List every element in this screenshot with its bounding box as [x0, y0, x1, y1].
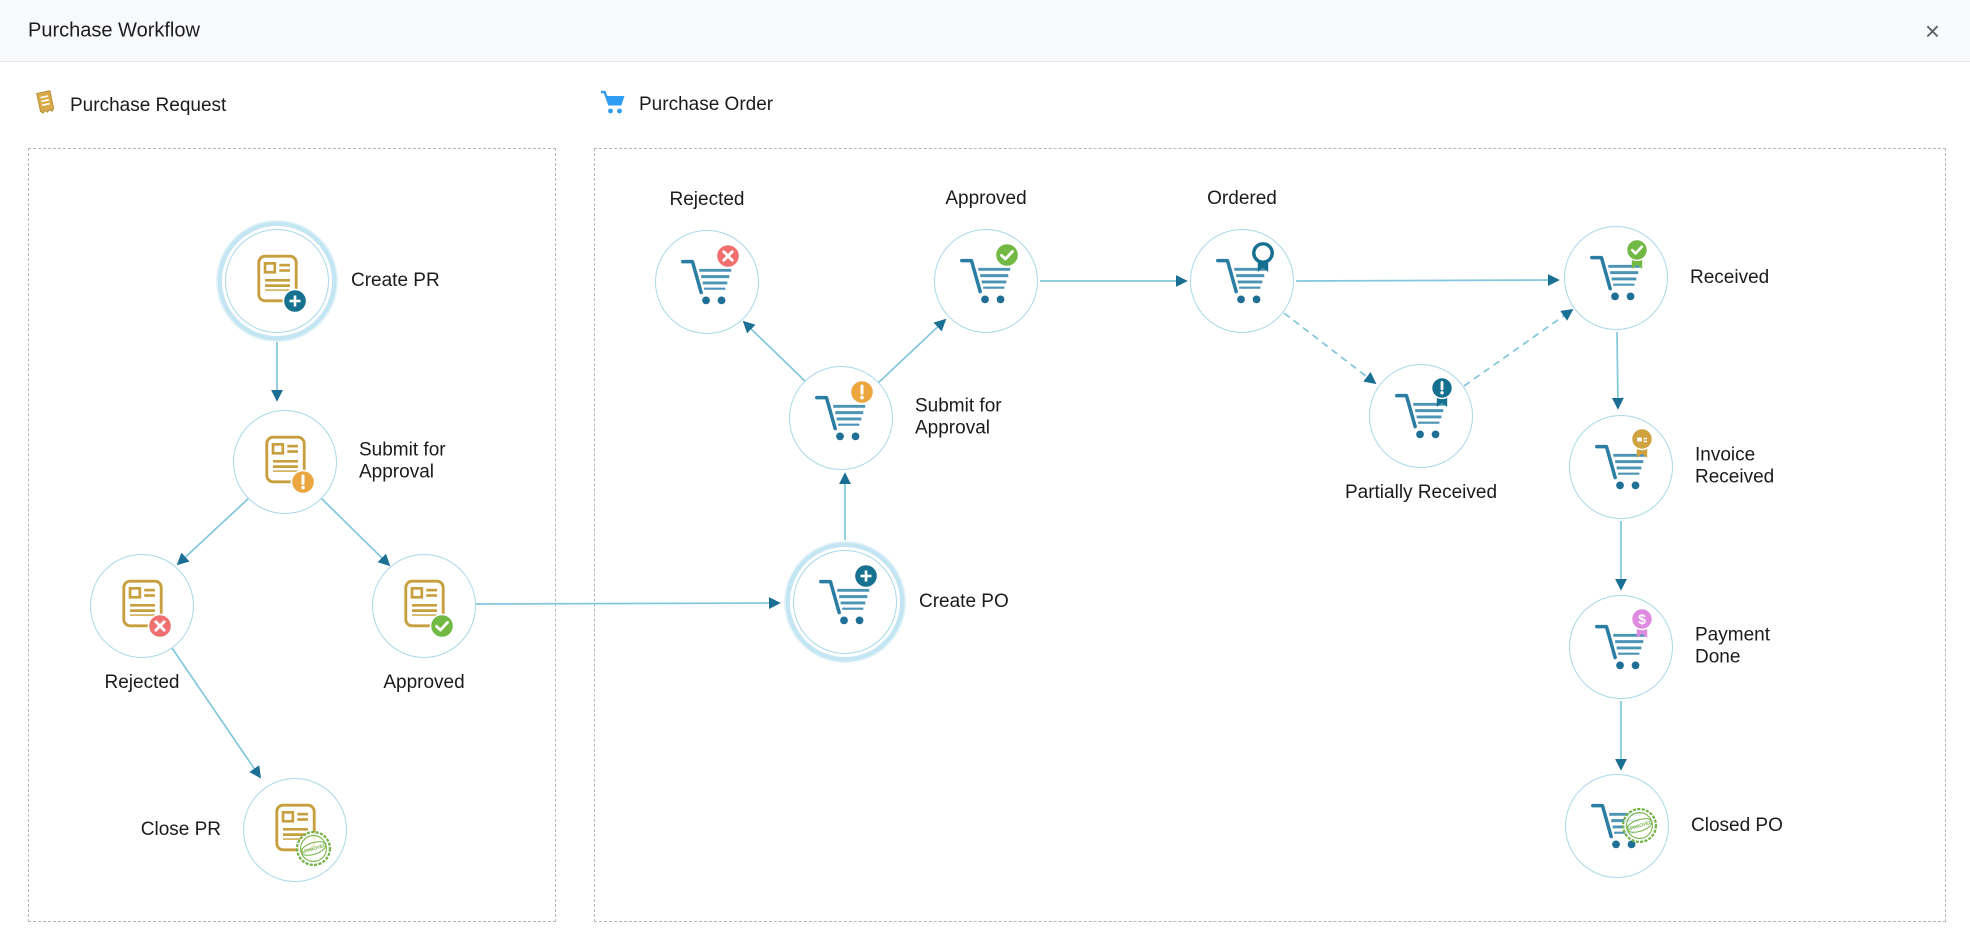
rosette-check-badge — [1624, 238, 1650, 276]
node-circle — [372, 554, 476, 658]
document-icon — [396, 575, 453, 637]
cross-badge — [147, 613, 173, 644]
workflow-node-partially-received[interactable]: Partially Received — [1345, 364, 1497, 503]
workflow-node-rejected-pr[interactable]: Rejected — [90, 554, 194, 693]
document-icon — [267, 799, 324, 861]
node-circle — [1190, 229, 1294, 333]
workflow-node-submit-po[interactable]: Submit for Approval — [789, 366, 1002, 470]
rosette-plain-badge — [1250, 242, 1276, 279]
modal-header: Purchase Workflow × — [0, 0, 1970, 62]
node-circle — [90, 554, 194, 658]
node-circle — [243, 778, 347, 882]
cart-icon — [955, 248, 1017, 315]
node-circle — [934, 229, 1038, 333]
node-label: Rejected — [104, 672, 180, 693]
dollar-badge: $ — [1629, 607, 1655, 645]
cart-icon — [1590, 434, 1652, 501]
workflow-node-closed-po[interactable]: APPROVED Closed PO — [1565, 774, 1783, 878]
node-label: Received — [1690, 266, 1770, 288]
exclaim-badge — [290, 469, 316, 500]
close-icon[interactable]: × — [1924, 15, 1940, 46]
cross-badge — [715, 243, 741, 274]
cart-icon — [1390, 383, 1452, 450]
cart-icon — [1585, 245, 1647, 312]
workflow-node-approved-po[interactable]: Approved — [934, 188, 1038, 333]
node-circle — [225, 229, 329, 333]
node-label: Closed PO — [1691, 814, 1783, 836]
check-badge — [429, 613, 455, 644]
node-label: Approved — [383, 672, 465, 693]
group-label: Purchase Order — [639, 94, 774, 115]
rosette-doc-badge — [1629, 427, 1655, 465]
node-circle — [1569, 415, 1673, 519]
node-label: Payment Done — [1695, 624, 1770, 668]
node-label: Submit for Approval — [915, 395, 1002, 439]
check-badge — [994, 242, 1020, 273]
group-box-purchase-order — [594, 148, 1946, 922]
workflow-node-rejected-po[interactable]: Rejected — [655, 189, 759, 334]
node-circle — [1564, 226, 1668, 330]
node-label: Close PR — [140, 818, 221, 840]
document-icon — [249, 250, 306, 312]
node-label: Ordered — [1207, 188, 1277, 209]
node-circle — [789, 366, 893, 470]
node-circle — [793, 550, 897, 654]
workflow-node-invoice-received[interactable]: Invoice Received — [1569, 415, 1774, 519]
workflow-node-submit-pr[interactable]: Submit for Approval — [233, 410, 446, 514]
node-circle — [1369, 364, 1473, 468]
exclaim-badge — [849, 379, 875, 410]
rosette-exclaim-badge — [1429, 376, 1455, 414]
document-icon — [257, 431, 314, 493]
node-label: Rejected — [669, 189, 745, 210]
workflow-node-close-pr[interactable]: APPROVED Close PR — [141, 778, 347, 882]
stamp-badge: APPROVED — [1621, 807, 1658, 849]
node-label: Partially Received — [1344, 482, 1498, 503]
stamp-badge: APPROVED — [295, 830, 332, 872]
node-circle — [655, 230, 759, 334]
receipt-icon — [32, 88, 59, 123]
node-label: Submit for Approval — [359, 439, 446, 483]
workflow-node-create-po[interactable]: Create PO — [793, 550, 1009, 654]
workflow-node-ordered-po[interactable]: Ordered — [1190, 188, 1294, 333]
workflow-node-payment-done[interactable]: $ Payment Done — [1569, 595, 1770, 699]
cart-icon — [676, 249, 738, 316]
cart-icon — [1590, 614, 1652, 681]
node-label: Invoice Received — [1695, 444, 1775, 488]
group-header-purchase-order: Purchase Order — [598, 88, 773, 122]
workflow-node-approved-pr[interactable]: Approved — [372, 554, 476, 693]
node-label: Approved — [945, 188, 1027, 209]
cart-icon — [814, 569, 876, 636]
page-title: Purchase Workflow — [28, 19, 200, 41]
group-label: Purchase Request — [70, 94, 227, 116]
workflow-node-create-pr[interactable]: Create PR — [225, 229, 440, 333]
cart-icon — [810, 385, 872, 452]
node-label: Create PR — [351, 269, 440, 291]
node-circle — [1569, 595, 1673, 699]
cart-icon — [598, 88, 628, 122]
plus-badge — [853, 563, 879, 594]
node-circle — [233, 410, 337, 514]
svg-text:$: $ — [1638, 611, 1646, 627]
group-header-purchase-request: Purchase Request — [32, 88, 226, 123]
plus-badge — [282, 288, 308, 319]
document-icon — [114, 575, 171, 637]
group-box-purchase-request — [28, 148, 556, 922]
node-label: Create PO — [919, 590, 1009, 612]
workflow-node-received-po[interactable]: Received — [1564, 226, 1769, 330]
